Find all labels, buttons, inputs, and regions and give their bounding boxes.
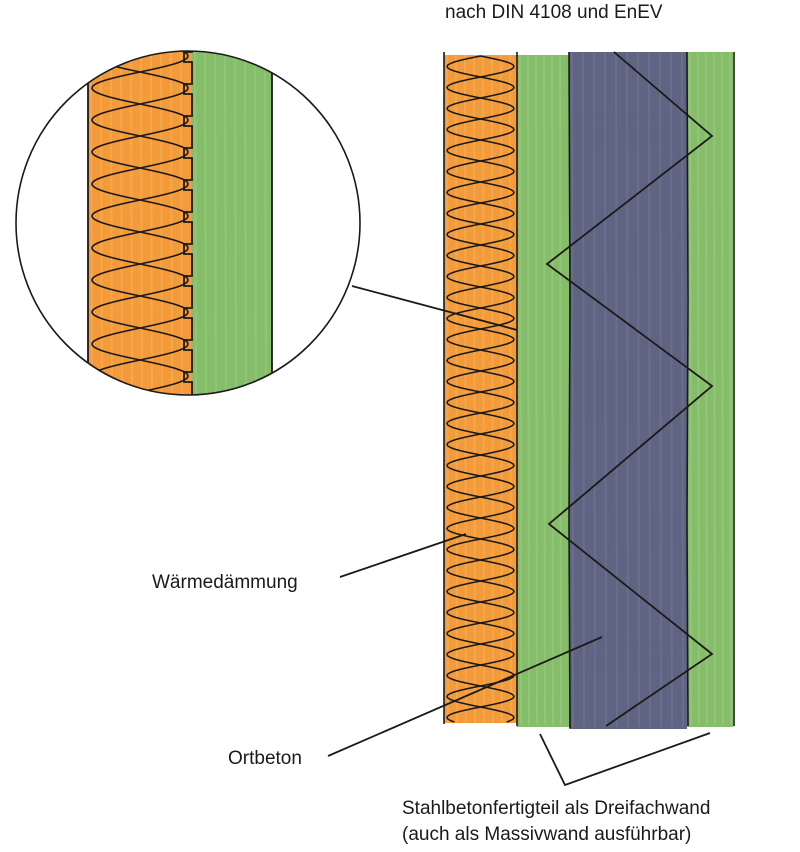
core-streak [670, 52, 673, 728]
core-streak [571, 52, 574, 728]
leader-lines [327, 285, 711, 787]
detail-insulation-streak [100, 51, 103, 395]
insulation-hatch [446, 55, 515, 723]
concrete-streak [535, 54, 538, 726]
insulation-streak [509, 54, 512, 723]
core-streak [637, 52, 640, 728]
precast-bracket [539, 732, 711, 787]
detail-concrete-streak [214, 51, 217, 395]
concrete-streak [559, 54, 562, 726]
detail-concrete-streak [244, 51, 247, 395]
cast-concrete-label: Ortbeton [228, 748, 302, 769]
detail-insulation-streak [110, 51, 113, 395]
core-streak [626, 52, 629, 728]
concrete-streak [527, 54, 530, 726]
core-streak [659, 52, 662, 728]
wall-section [443, 51, 735, 729]
detail-concrete-streak [234, 51, 237, 395]
detail-concrete-streak [204, 51, 207, 395]
lattice-girder [545, 51, 714, 727]
standard-note: nach DIN 4108 und EnEV [445, 2, 663, 23]
concrete-streak [519, 54, 522, 726]
detail-insulation-streak [130, 51, 133, 395]
detail-insulation-streak [140, 51, 143, 395]
insulation-loop [446, 55, 515, 723]
detail-leader [351, 285, 518, 331]
detail-insulation-streak [120, 51, 123, 395]
layer-boundaries [443, 51, 735, 729]
precast-label-line1: Stahlbetonfertigteil als Dreifachwand [402, 798, 711, 819]
detail-insulation-loop [91, 51, 189, 395]
precast-label-line2: (auch als Massivwand ausführbar) [402, 824, 692, 845]
insulation-streak [491, 54, 494, 723]
detail-insulation [88, 51, 192, 395]
detail-magnifier [15, 50, 361, 396]
insulation-label: Wärmedämmung [152, 572, 298, 593]
detail-concrete-streak [264, 51, 267, 395]
detail-insulation-streak [150, 51, 153, 395]
core-streak [593, 52, 596, 728]
detail-circle-outline [15, 50, 361, 396]
insulation-streak [473, 54, 476, 723]
detail-insulation-streak [160, 51, 163, 395]
concrete-streak [689, 52, 692, 726]
concrete-streak [729, 52, 732, 726]
core-streak [648, 52, 651, 728]
concrete-streak [697, 52, 700, 726]
core-streak [615, 52, 618, 728]
marker-texture [446, 52, 732, 728]
detail-insulation-streak [90, 51, 93, 395]
detail-concrete-streak [224, 51, 227, 395]
concrete-streak [543, 54, 546, 726]
core-streak [604, 52, 607, 728]
concrete-streak [551, 54, 554, 726]
detail-keyed-interface [183, 51, 193, 395]
insulation-leader [339, 533, 467, 578]
concrete-streak [721, 52, 724, 726]
insulation-streak [482, 54, 485, 723]
detail-insulation-streak [170, 51, 173, 395]
insulation-loop [446, 55, 515, 723]
detail-concrete-streak [194, 51, 197, 395]
core-streak [582, 52, 585, 728]
detail-concrete-streak [254, 51, 257, 395]
concrete-streak [705, 52, 708, 726]
outer-precast-layer [687, 52, 733, 727]
core-streak [681, 52, 684, 728]
insulation-streak [446, 54, 449, 723]
ortbeton-leader [327, 636, 603, 757]
detail-marker-texture [90, 51, 267, 395]
detail-insulation-streak [180, 51, 183, 395]
insulation-streak [500, 54, 503, 723]
concrete-streak [713, 52, 716, 726]
detail-concrete [192, 51, 272, 395]
